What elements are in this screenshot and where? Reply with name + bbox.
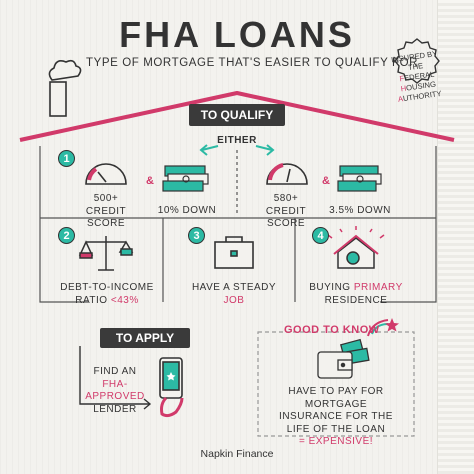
down-payment-a: 10% DOWN bbox=[157, 205, 217, 216]
house-badge-icon bbox=[327, 226, 385, 269]
gauge-icon-right bbox=[266, 163, 308, 185]
step-number-3: 3 bbox=[188, 227, 205, 244]
page-title: FHA LOANS bbox=[119, 14, 355, 55]
house-outline bbox=[39, 146, 437, 303]
roof-line bbox=[19, 91, 455, 142]
briefcase-icon bbox=[214, 236, 254, 269]
either-label: EITHER bbox=[217, 135, 257, 146]
primary-residence-text: BUYING PRIMARY RESIDENCE bbox=[309, 282, 403, 306]
seal-text: INSURED BY THE FEDERAL HOUSING AUTHORITY bbox=[385, 48, 449, 106]
chimney-icon bbox=[48, 59, 82, 117]
napkin-edge bbox=[437, 0, 474, 474]
page-subtitle: TYPE OF MORTGAGE THAT'S EASIER TO QUALIF… bbox=[86, 57, 419, 69]
ampersand-b: & bbox=[322, 175, 330, 187]
money-stack-icon-right bbox=[337, 165, 382, 192]
step-number-4: 4 bbox=[312, 227, 329, 244]
debt-to-income-text: DEBT-TO-INCOME RATIO <43% bbox=[60, 282, 154, 306]
credit-score-a: 500+ CREDIT SCORE bbox=[85, 193, 127, 229]
apply-arrow bbox=[79, 346, 152, 410]
scale-icon bbox=[78, 236, 134, 271]
good-to-know-box bbox=[257, 331, 415, 437]
star-flourish-icon bbox=[367, 318, 399, 337]
to-apply-banner: TO APPLY bbox=[94, 328, 196, 348]
credit-score-b: 580+ CREDIT SCORE bbox=[265, 193, 307, 229]
to-qualify-banner: TO QUALIFY bbox=[183, 104, 291, 126]
money-stack-icon-left bbox=[162, 165, 209, 192]
either-arrows bbox=[199, 144, 275, 156]
apply-text: FIND AN FHA-APPROVED LENDER bbox=[85, 366, 145, 415]
phone-icon bbox=[159, 357, 184, 418]
ampersand-a: & bbox=[146, 175, 154, 187]
good-to-know-text: HAVE TO PAY FOR MORTGAGE INSURANCE FOR T… bbox=[279, 386, 393, 447]
step-number-1: 1 bbox=[58, 150, 75, 167]
steady-job-text: HAVE A STEADY JOB bbox=[191, 282, 277, 306]
gauge-icon-left bbox=[85, 163, 127, 185]
good-to-know-label: GOOD TO KNOW bbox=[284, 324, 380, 336]
seal-badge bbox=[394, 38, 440, 84]
step-number-2: 2 bbox=[58, 227, 75, 244]
wallet-icon bbox=[317, 338, 370, 379]
footer-brand: Napkin Finance bbox=[200, 448, 274, 460]
down-payment-b: 3.5% DOWN bbox=[329, 205, 391, 216]
